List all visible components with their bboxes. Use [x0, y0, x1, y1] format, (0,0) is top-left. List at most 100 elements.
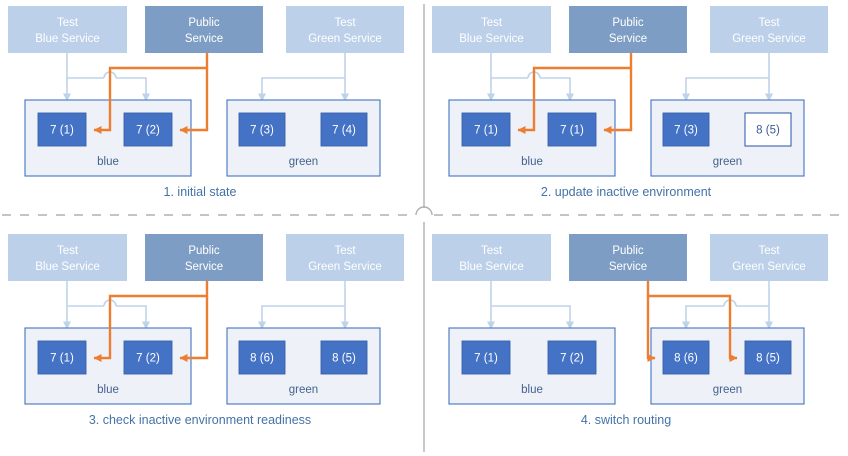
connector-test-green-to-green-1: [686, 281, 770, 329]
instance-label-green-2: 8 (5): [756, 353, 780, 365]
instance-label-green-2: 8 (5): [332, 353, 356, 365]
service-box-test-green-service: [710, 234, 828, 281]
service-box-test-blue-service: [8, 6, 127, 53]
route-public-to-blue-1: [517, 53, 633, 134]
service-label-public-service-line1: Public: [612, 17, 644, 29]
instance-label-blue-2: 7 (1): [560, 125, 584, 137]
instance-label-blue-1: 7 (1): [50, 353, 74, 365]
connector-test-green-to-green-1: [258, 53, 346, 102]
route-public-to-blue-2: [603, 68, 633, 134]
connector-test-green-to-green-1: [682, 53, 770, 102]
connector-test-blue-to-blue-2: [490, 281, 574, 330]
service-label-test-blue-service-line1: Test: [481, 17, 503, 29]
service-label-test-green-service-line1: Test: [758, 17, 780, 29]
environment-label-blue: blue: [521, 156, 543, 168]
environment-label-green: green: [713, 156, 742, 168]
instance-box-blue-2: [123, 340, 173, 375]
panel-caption: 1. initial state: [164, 185, 237, 199]
service-box-test-green-service: [286, 234, 404, 281]
instance-label-green-2: 8 (5): [756, 125, 780, 137]
test-connectors: [487, 281, 773, 330]
service-label-test-blue-service-line1: Test: [481, 245, 503, 257]
test-connectors: [63, 53, 349, 102]
environment-label-green: green: [289, 384, 318, 396]
service-label-test-blue-service-line1: Test: [57, 245, 79, 257]
service-label-test-green-service-line1: Test: [758, 245, 780, 257]
instance-box-green-1: [662, 340, 710, 375]
instance-box-green-2: [320, 340, 368, 375]
service-box-public-service: [145, 234, 263, 281]
instance-box-green-2: [744, 112, 792, 147]
panel-divider-group: [2, 4, 846, 452]
instance-label-blue-2: 7 (2): [136, 353, 160, 365]
service-label-test-blue-service-line1: Test: [57, 17, 79, 29]
service-label-test-blue-service-line2: Blue Service: [35, 261, 100, 273]
connector-test-blue-to-blue-2: [66, 281, 146, 329]
instance-label-green-1: 7 (3): [674, 125, 698, 137]
service-label-public-service-line2: Service: [185, 261, 223, 273]
instance-box-blue-1: [461, 340, 511, 375]
route-public-to-blue-2: [179, 296, 209, 362]
instance-box-blue-1: [37, 340, 87, 375]
service-label-test-blue-service-line2: Blue Service: [35, 33, 100, 45]
instance-box-blue-1: [461, 112, 511, 147]
instance-box-blue-2: [123, 112, 173, 147]
panel-caption: 4. switch routing: [581, 413, 671, 427]
environment-label-blue: blue: [97, 156, 119, 168]
route-public-to-blue-2: [179, 68, 209, 134]
service-label-test-green-service-line1: Test: [334, 245, 356, 257]
route-public-to-blue-1: [93, 53, 209, 134]
instance-box-green-2: [744, 340, 792, 375]
instance-box-green-1: [238, 340, 286, 375]
instance-label-green-2: 7 (4): [332, 125, 356, 137]
instance-label-blue-1: 7 (1): [474, 125, 498, 137]
connector-test-blue-to-blue-2: [490, 53, 570, 101]
public-routing: [93, 281, 209, 362]
service-box-public-service: [145, 6, 263, 53]
service-box-test-blue-service: [8, 234, 127, 281]
route-public-to-blue-1: [93, 281, 209, 362]
service-label-test-green-service-line1: Test: [334, 17, 356, 29]
panel-caption: 3. check inactive environment readiness: [89, 413, 311, 427]
service-box-test-blue-service: [432, 234, 551, 281]
public-routing: [517, 53, 633, 134]
service-box-public-service: [569, 234, 687, 281]
service-label-public-service-line2: Service: [609, 261, 647, 273]
instance-box-blue-2: [547, 340, 597, 375]
test-connectors: [487, 53, 773, 102]
environment-label-green: green: [713, 384, 742, 396]
instance-label-green-1: 8 (6): [250, 353, 274, 365]
public-routing: [646, 281, 738, 362]
service-label-test-blue-service-line2: Blue Service: [459, 261, 524, 273]
instance-label-green-1: 7 (3): [250, 125, 274, 137]
panel-caption: 2. update inactive environment: [541, 185, 712, 199]
service-label-test-blue-service-line2: Blue Service: [459, 33, 524, 45]
test-connectors: [63, 281, 349, 329]
instance-box-green-1: [238, 112, 286, 147]
public-routing: [93, 53, 209, 134]
service-label-public-service-line2: Service: [185, 33, 223, 45]
instance-label-blue-1: 7 (1): [474, 353, 498, 365]
route-public-to-green-2: [648, 294, 738, 362]
instance-label-green-1: 8 (6): [674, 353, 698, 365]
environment-label-blue: blue: [97, 384, 119, 396]
service-label-public-service-line2: Service: [609, 33, 647, 45]
instance-box-blue-1: [37, 112, 87, 147]
instance-label-blue-2: 7 (2): [136, 125, 160, 137]
instance-label-blue-1: 7 (1): [50, 125, 74, 137]
service-label-test-green-service-line2: Green Service: [308, 33, 382, 45]
service-label-public-service-line1: Public: [188, 245, 220, 257]
service-label-public-service-line1: Public: [188, 17, 220, 29]
environment-label-green: green: [289, 156, 318, 168]
service-label-test-green-service-line2: Green Service: [308, 261, 382, 273]
service-label-test-green-service-line2: Green Service: [732, 261, 806, 273]
service-box-test-green-service: [710, 6, 828, 53]
service-label-public-service-line1: Public: [612, 245, 644, 257]
instance-box-blue-2: [547, 112, 597, 147]
